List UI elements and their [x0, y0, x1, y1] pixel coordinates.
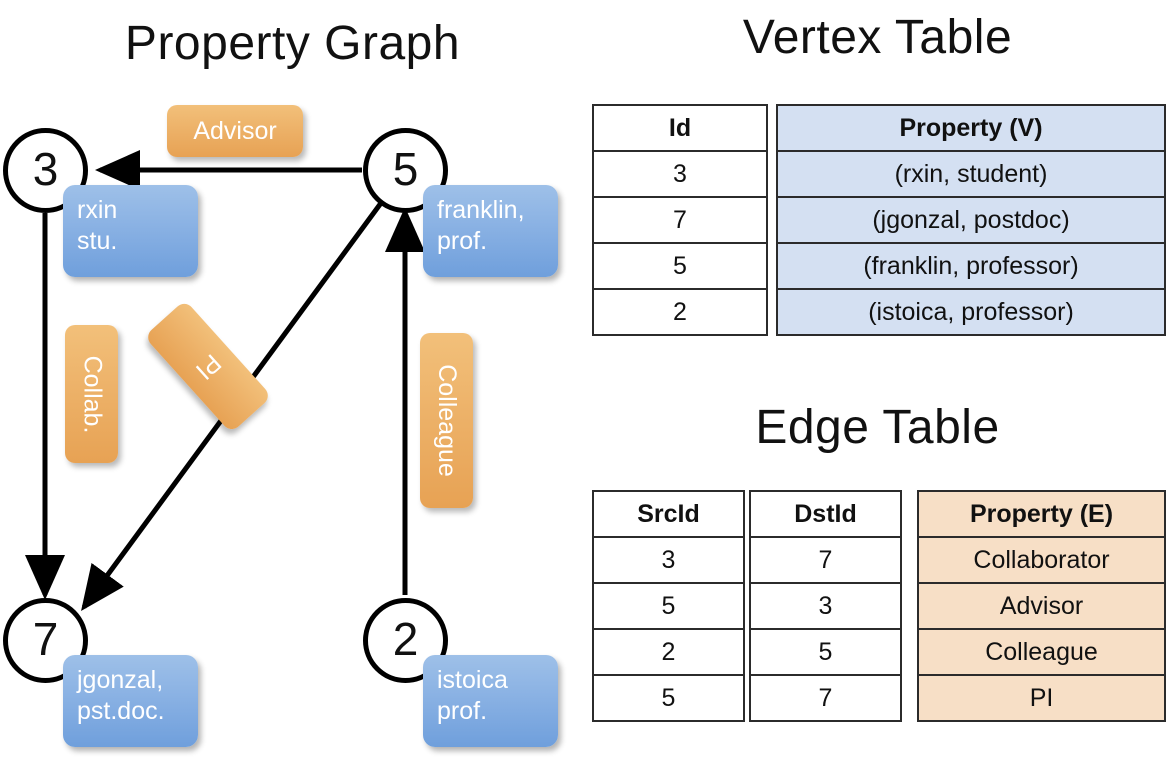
table-row[interactable]: Colleague [917, 628, 1166, 676]
vertex-table-cell-id: 7 [592, 196, 768, 244]
table-row[interactable]: 3 [592, 150, 768, 198]
edge-label-pi-text: PI [190, 348, 227, 386]
graph-node-2-label: 2 [392, 612, 419, 665]
vertex-table-cell-id: 5 [592, 242, 768, 290]
table-row[interactable]: (istoica, professor) [776, 288, 1166, 336]
table-row[interactable]: 2 [592, 628, 745, 676]
edge-label-collab-text: Collab. [78, 355, 107, 433]
vertex-property-box-5-line1: franklin, [437, 196, 525, 224]
table-row[interactable]: 5 [749, 628, 902, 676]
table-row[interactable]: Advisor [917, 582, 1166, 630]
table-header-row: Property (V) [776, 104, 1166, 152]
edge-table-cell-dstid: 5 [749, 628, 902, 676]
edge-table-header-dstid: DstId [749, 490, 902, 538]
table-row[interactable]: 7 [749, 674, 902, 722]
table-row[interactable]: 5 [592, 674, 745, 722]
table-row[interactable]: PI [917, 674, 1166, 722]
vertex-property-box-5[interactable]: franklin, prof. [423, 185, 558, 277]
edge-label-advisor-text: Advisor [193, 116, 277, 145]
vertex-table-header-id: Id [592, 104, 768, 152]
graph-node-5[interactable]: 5 [363, 128, 448, 213]
edge-label-advisor[interactable]: Advisor [167, 105, 303, 157]
table-row[interactable]: 3 [749, 582, 902, 630]
table-header-row: DstId [749, 490, 902, 538]
page-title-property-graph: Property Graph [124, 17, 461, 70]
edge-table-srcid-column: SrcId 3 5 2 5 [592, 490, 745, 722]
vertex-table-cell-id: 3 [592, 150, 768, 198]
edge-table-header-property: Property (E) [917, 490, 1166, 538]
edge-table-cell-property: PI [917, 674, 1166, 722]
edge-label-colleague-text: Colleague [433, 364, 461, 477]
page-title-vertex-table: Vertex Table [742, 11, 1013, 64]
vertex-table-header-property: Property (V) [776, 104, 1166, 152]
graph-node-3[interactable]: 3 [3, 128, 88, 213]
edge-label-collab[interactable]: Collab. [65, 325, 118, 463]
vertex-table-cell-property: (jgonzal, postdoc) [776, 196, 1166, 244]
edge-table-cell-dstid: 7 [749, 674, 902, 722]
property-graph-diagram: 3 5 7 2 rxin stu. franklin, prof. jgonza… [0, 95, 585, 760]
vertex-property-box-7-line1: jgonzal, [77, 666, 164, 694]
edge-table-cell-dstid: 7 [749, 536, 902, 584]
edge-table-cell-property: Advisor [917, 582, 1166, 630]
edge-table-property-column: Property (E) Collaborator Advisor Collea… [917, 490, 1166, 722]
edge-table-header-srcid: SrcId [592, 490, 745, 538]
edge-table-cell-srcid: 5 [592, 674, 745, 722]
edge-table-dstid-column: DstId 7 3 5 7 [749, 490, 902, 722]
vertex-property-box-3-line1: rxin [77, 196, 118, 224]
graph-node-3-label: 3 [32, 142, 59, 195]
table-row[interactable]: 7 [592, 196, 768, 244]
vertex-table-cell-id: 2 [592, 288, 768, 336]
table-row[interactable]: 3 [592, 536, 745, 584]
vertex-table-cell-property: (istoica, professor) [776, 288, 1166, 336]
page-title-edge-table: Edge Table [755, 401, 1000, 454]
vertex-property-box-5-line2: prof. [437, 226, 488, 255]
edge-table-cell-dstid: 3 [749, 582, 902, 630]
table-row[interactable]: (rxin, student) [776, 150, 1166, 198]
table-row[interactable]: 5 [592, 582, 745, 630]
table-row[interactable]: Collaborator [917, 536, 1166, 584]
edge-label-colleague[interactable]: Colleague [420, 333, 473, 508]
vertex-table-cell-property: (franklin, professor) [776, 242, 1166, 290]
edge-table-cell-srcid: 5 [592, 582, 745, 630]
vertex-property-box-2-line1: istoica [437, 666, 508, 694]
table-row[interactable]: 5 [592, 242, 768, 290]
table-row[interactable]: 2 [592, 288, 768, 336]
edge-table-cell-srcid: 3 [592, 536, 745, 584]
table-header-row: SrcId [592, 490, 745, 538]
vertex-property-box-2-line2: prof. [437, 696, 488, 725]
edge-table-cell-srcid: 2 [592, 628, 745, 676]
table-row[interactable]: 7 [749, 536, 902, 584]
graph-node-7-label: 7 [32, 612, 59, 665]
table-row[interactable]: (franklin, professor) [776, 242, 1166, 290]
vertex-property-box-2[interactable]: istoica prof. [423, 655, 558, 747]
vertex-table-cell-property: (rxin, student) [776, 150, 1166, 198]
vertex-property-box-7-line2: pst.doc. [77, 696, 165, 725]
edge-table-cell-property: Colleague [917, 628, 1166, 676]
edge-table-cell-property: Collaborator [917, 536, 1166, 584]
vertex-property-box-3[interactable]: rxin stu. [63, 185, 198, 277]
graph-node-5-label: 5 [392, 142, 419, 195]
table-row[interactable]: (jgonzal, postdoc) [776, 196, 1166, 244]
table-header-row: Id [592, 104, 768, 152]
vertex-table-id-column: Id 3 7 5 2 [592, 104, 768, 336]
vertex-property-box-7[interactable]: jgonzal, pst.doc. [63, 655, 198, 747]
table-header-row: Property (E) [917, 490, 1166, 538]
vertex-property-box-3-line2: stu. [77, 226, 118, 255]
vertex-table-property-column: Property (V) (rxin, student) (jgonzal, p… [776, 104, 1166, 336]
